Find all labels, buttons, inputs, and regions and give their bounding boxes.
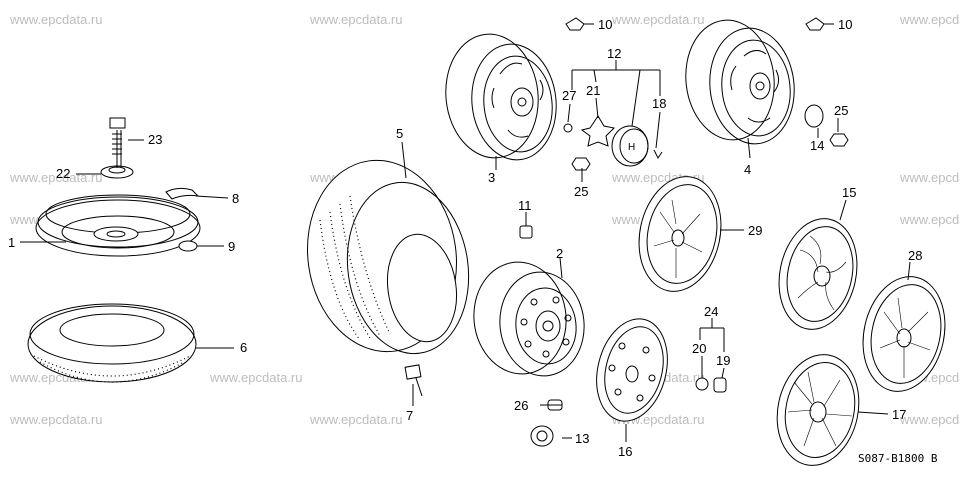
callout-22: 22 — [56, 166, 70, 181]
callout-19: 19 — [716, 353, 730, 368]
part-callouts: 1 2 3 4 5 6 7 8 9 10 10 11 12 13 14 15 1… — [8, 17, 922, 459]
callout-23: 23 — [148, 132, 162, 147]
watermark: www.epcdata.ru — [309, 412, 403, 427]
spare-tire-drawing — [27, 303, 197, 383]
spare-wheel-drawing — [35, 194, 201, 257]
diagram-code: S087-B1800 B — [858, 452, 938, 465]
alloy-wheel-3-drawing — [445, 33, 557, 161]
callout-3: 3 — [488, 170, 495, 185]
watermark: www.epcdata.ru — [209, 370, 303, 385]
small-parts-drawing: H — [519, 17, 849, 447]
tire-drawing — [307, 159, 470, 355]
watermark: www.epcdata.ru — [899, 212, 960, 227]
callout-16: 16 — [618, 444, 632, 459]
watermark: www.epcdata.ru — [309, 12, 403, 27]
o-ring-drawing — [178, 240, 198, 252]
callout-8: 8 — [232, 191, 239, 206]
callout-14: 14 — [810, 138, 824, 153]
callout-27: 27 — [562, 88, 576, 103]
callout-15: 15 — [842, 185, 856, 200]
callout-10-right: 10 — [838, 17, 852, 32]
callout-2: 2 — [556, 246, 563, 261]
leader-lines — [20, 23, 911, 442]
steel-wheel-drawing — [473, 261, 585, 377]
callout-13: 13 — [575, 431, 589, 446]
callout-18: 18 — [652, 96, 666, 111]
callout-6: 6 — [240, 340, 247, 355]
callout-1: 1 — [8, 235, 15, 250]
callout-9: 9 — [228, 239, 235, 254]
wheel-cover-15-drawing — [778, 218, 858, 330]
spare-wheel-bolt-assembly — [100, 117, 134, 179]
callout-12: 12 — [607, 46, 621, 61]
wheel-cover-28-drawing — [862, 276, 946, 392]
valve-drawing — [404, 364, 423, 397]
callout-4: 4 — [744, 162, 751, 177]
callout-5: 5 — [396, 126, 403, 141]
watermark: www.epcdata.ru — [899, 12, 960, 27]
callout-25-right: 25 — [834, 103, 848, 118]
callout-28: 28 — [908, 248, 922, 263]
wheel-cover-17-drawing — [776, 354, 860, 466]
callout-26: 26 — [514, 398, 528, 413]
callout-20: 20 — [692, 341, 706, 356]
wheel-cover-16-drawing — [596, 318, 668, 422]
watermark: www.epcdata.ru — [9, 412, 103, 427]
spacer-drawing — [165, 187, 200, 200]
alloy-wheel-4-drawing — [685, 19, 795, 145]
watermark: www.epcdata.ru — [611, 12, 705, 27]
watermark: www.epcdata.ru — [899, 170, 960, 185]
callout-24: 24 — [704, 304, 718, 319]
watermark: www.epcdata.ru — [899, 412, 960, 427]
callout-11: 11 — [518, 198, 532, 213]
callout-29: 29 — [748, 223, 762, 238]
callout-10: 10 — [598, 17, 612, 32]
callout-7: 7 — [406, 408, 413, 423]
watermark: www.epcdata.ru — [9, 12, 103, 27]
callout-25: 25 — [574, 184, 588, 199]
wheel-cover-29-drawing — [638, 176, 722, 292]
svg-text:H: H — [628, 142, 635, 153]
callout-17: 17 — [892, 407, 906, 422]
callout-21: 21 — [586, 83, 600, 98]
